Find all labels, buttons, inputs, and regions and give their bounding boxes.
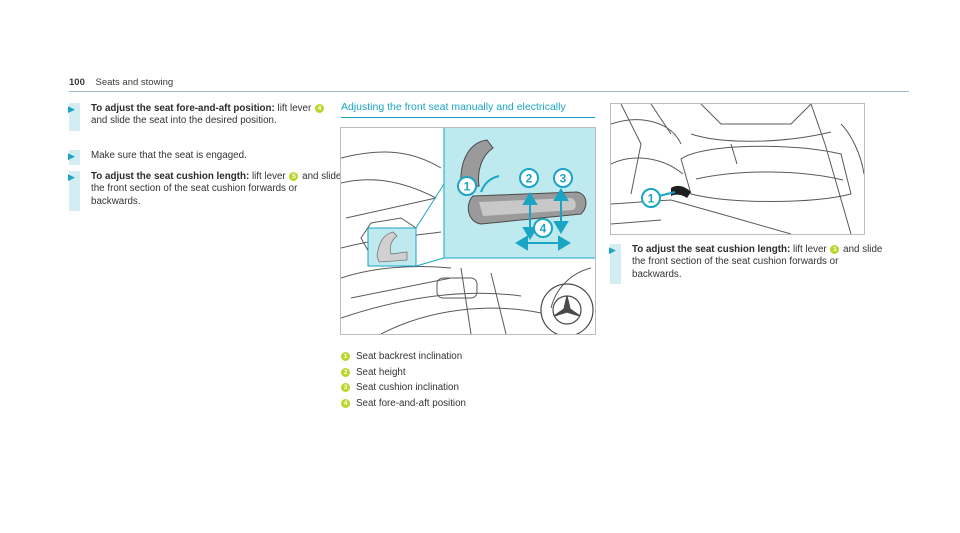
step-heading: To adjust the seat cushion length: <box>632 244 791 255</box>
legend-item: 4 Seat fore-and-aft position <box>340 396 466 412</box>
step-text: and slide the front section of the seat … <box>632 244 883 280</box>
door-panel-drawing: 1 2 3 4 <box>340 128 595 337</box>
step-text: and slide the seat into the desired posi… <box>91 115 277 127</box>
instruction-step-cushion-length-right: ▶ To adjust the seat cushion length: lif… <box>609 244 884 285</box>
section-title: Adjusting the front seat manually and el… <box>341 101 595 118</box>
step-text: Make sure that the seat is engaged. <box>91 150 247 161</box>
svg-text:3: 3 <box>560 172 567 186</box>
callout-3: 3 <box>553 168 573 188</box>
step-arrow-icon: ▶ <box>609 245 616 255</box>
instruction-step-engage: ▶ Make sure that the seat is engaged. <box>68 150 341 166</box>
step-heading: To adjust the seat cushion length: <box>91 171 250 182</box>
callout-1: 1 <box>457 176 477 196</box>
legend-label: Seat backrest inclination <box>356 351 463 362</box>
legend-label: Seat cushion inclination <box>356 382 459 393</box>
step-arrow-icon: ▶ <box>68 172 75 182</box>
step-text: and slide the front section of the seat … <box>91 171 342 207</box>
legend-item: 2 Seat height <box>340 365 466 381</box>
callout-number: 4 <box>315 104 324 113</box>
legend-item: 1 Seat backrest inclination <box>340 349 466 365</box>
step-arrow-icon: ▶ <box>68 104 75 114</box>
step-text: lift lever <box>249 171 289 182</box>
seat-drawing: 1 <box>610 103 865 235</box>
callout-number: 1 <box>341 352 350 361</box>
step-text: lift lever <box>274 103 314 114</box>
callout-number: 3 <box>341 383 350 392</box>
legend-item: 3 Seat cushion inclination <box>340 380 466 396</box>
seat-cushion-illustration: 1 <box>610 103 865 235</box>
svg-text:1: 1 <box>648 192 655 206</box>
section-name: Seats and stowing <box>95 77 174 88</box>
svg-text:4: 4 <box>540 222 547 236</box>
callout-number: 2 <box>341 367 350 377</box>
steering-wheel-hub <box>540 283 594 337</box>
step-heading: To adjust the seat fore-and-aft position… <box>91 103 275 114</box>
step-arrow-icon: ▶ <box>68 151 75 161</box>
page-number: 100 <box>69 77 85 88</box>
callout-number: 4 <box>341 398 350 408</box>
svg-text:2: 2 <box>526 172 533 186</box>
svg-text:1: 1 <box>464 180 471 194</box>
instruction-step-cushion-length: ▶ To adjust the seat cushion length: lif… <box>68 171 343 212</box>
callout-2: 2 <box>519 168 539 188</box>
legend-label: Seat fore-and-aft position <box>356 397 467 409</box>
page-header: 100 Seats and stowing <box>69 77 909 92</box>
callout-4: 4 <box>533 218 553 238</box>
callout-1: 1 <box>641 188 661 208</box>
callout-number: 5 <box>289 172 299 181</box>
callout-number: 1 <box>830 245 840 254</box>
instruction-step-fore-aft: ▶ To adjust the seat fore-and-aft positi… <box>68 103 341 131</box>
step-text: lift lever <box>790 244 830 255</box>
legend-label: Seat height <box>356 366 406 378</box>
seat-controls-illustration: 1 2 3 4 <box>340 127 596 337</box>
